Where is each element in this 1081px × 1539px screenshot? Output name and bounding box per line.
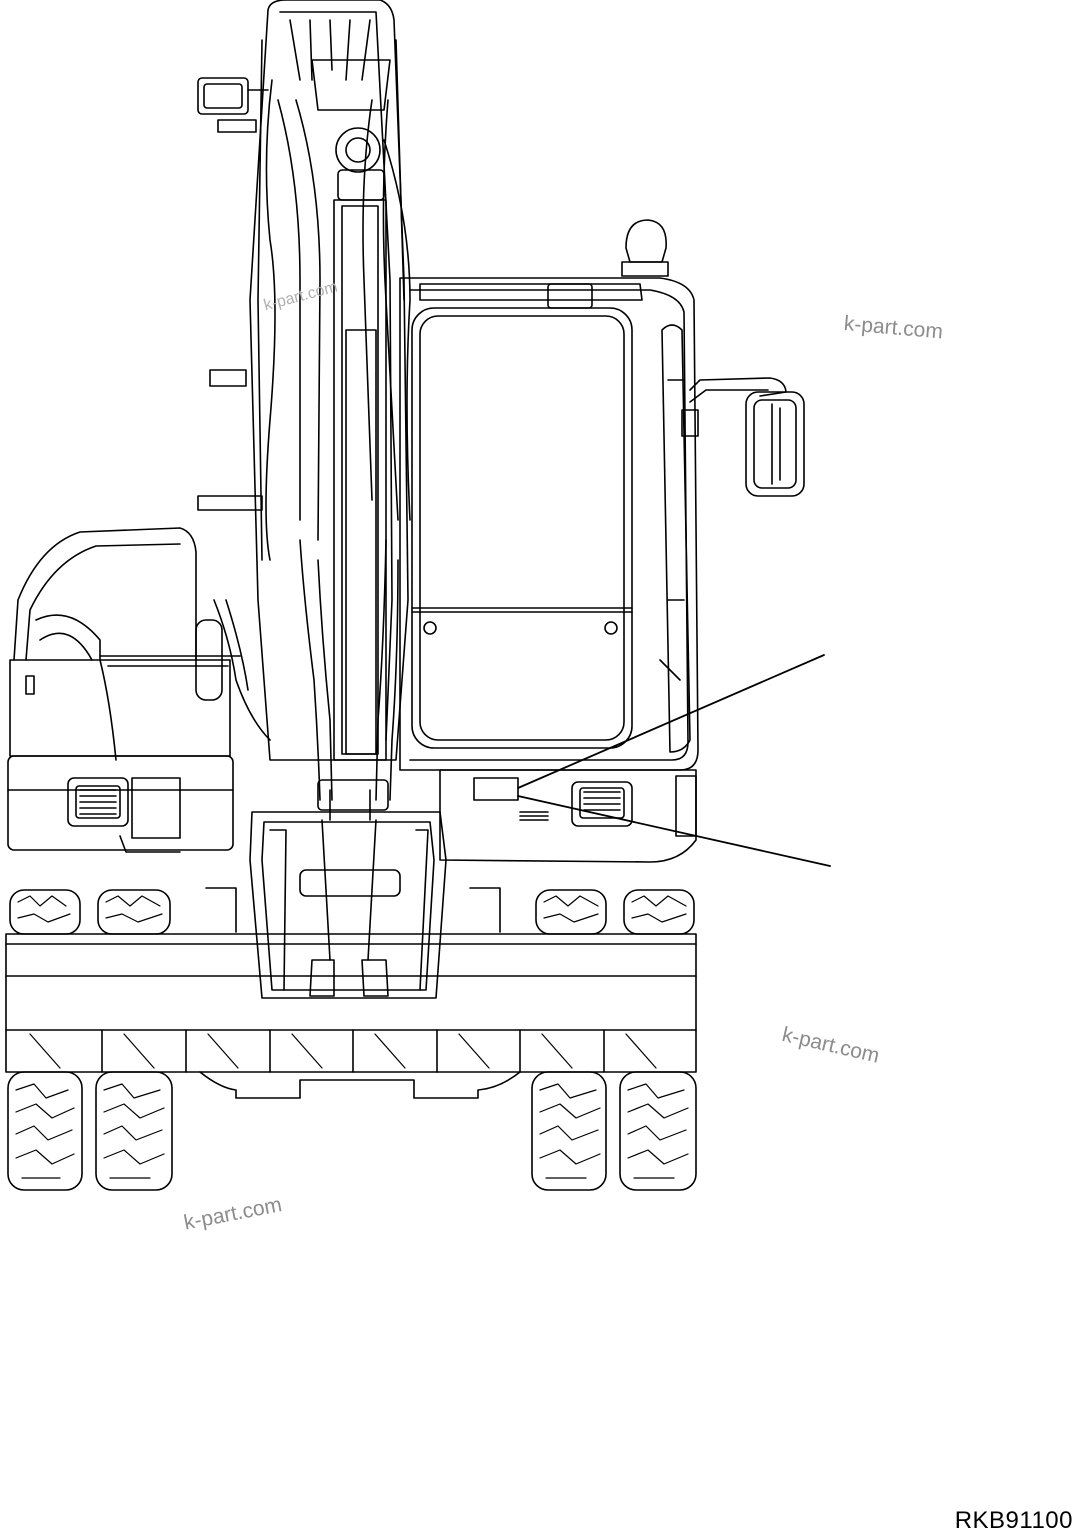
callout-leaders — [517, 654, 831, 867]
tires-upper — [9, 889, 695, 935]
beacon-lamp — [625, 219, 667, 263]
side-mirror — [681, 377, 805, 497]
front-body-panel — [439, 769, 697, 863]
callout-line-upper — [517, 654, 825, 789]
battery-box — [131, 777, 181, 839]
engine-hood — [7, 527, 234, 851]
left-work-lamp — [67, 777, 129, 827]
boom-cylinder — [311, 59, 391, 761]
right-work-lamp — [571, 781, 633, 827]
cab — [399, 219, 699, 771]
callout-line-lower — [517, 795, 831, 867]
bucket — [249, 779, 447, 999]
cab-door-window — [411, 307, 633, 749]
hydraulic-hoses — [99, 539, 399, 801]
boom — [197, 0, 411, 761]
warning-label-target — [473, 777, 519, 801]
axle — [199, 1071, 521, 1099]
tires-lower — [7, 1071, 697, 1191]
dozer-blade — [5, 933, 697, 1073]
drawing-number: RKB91100 — [954, 1507, 1073, 1534]
